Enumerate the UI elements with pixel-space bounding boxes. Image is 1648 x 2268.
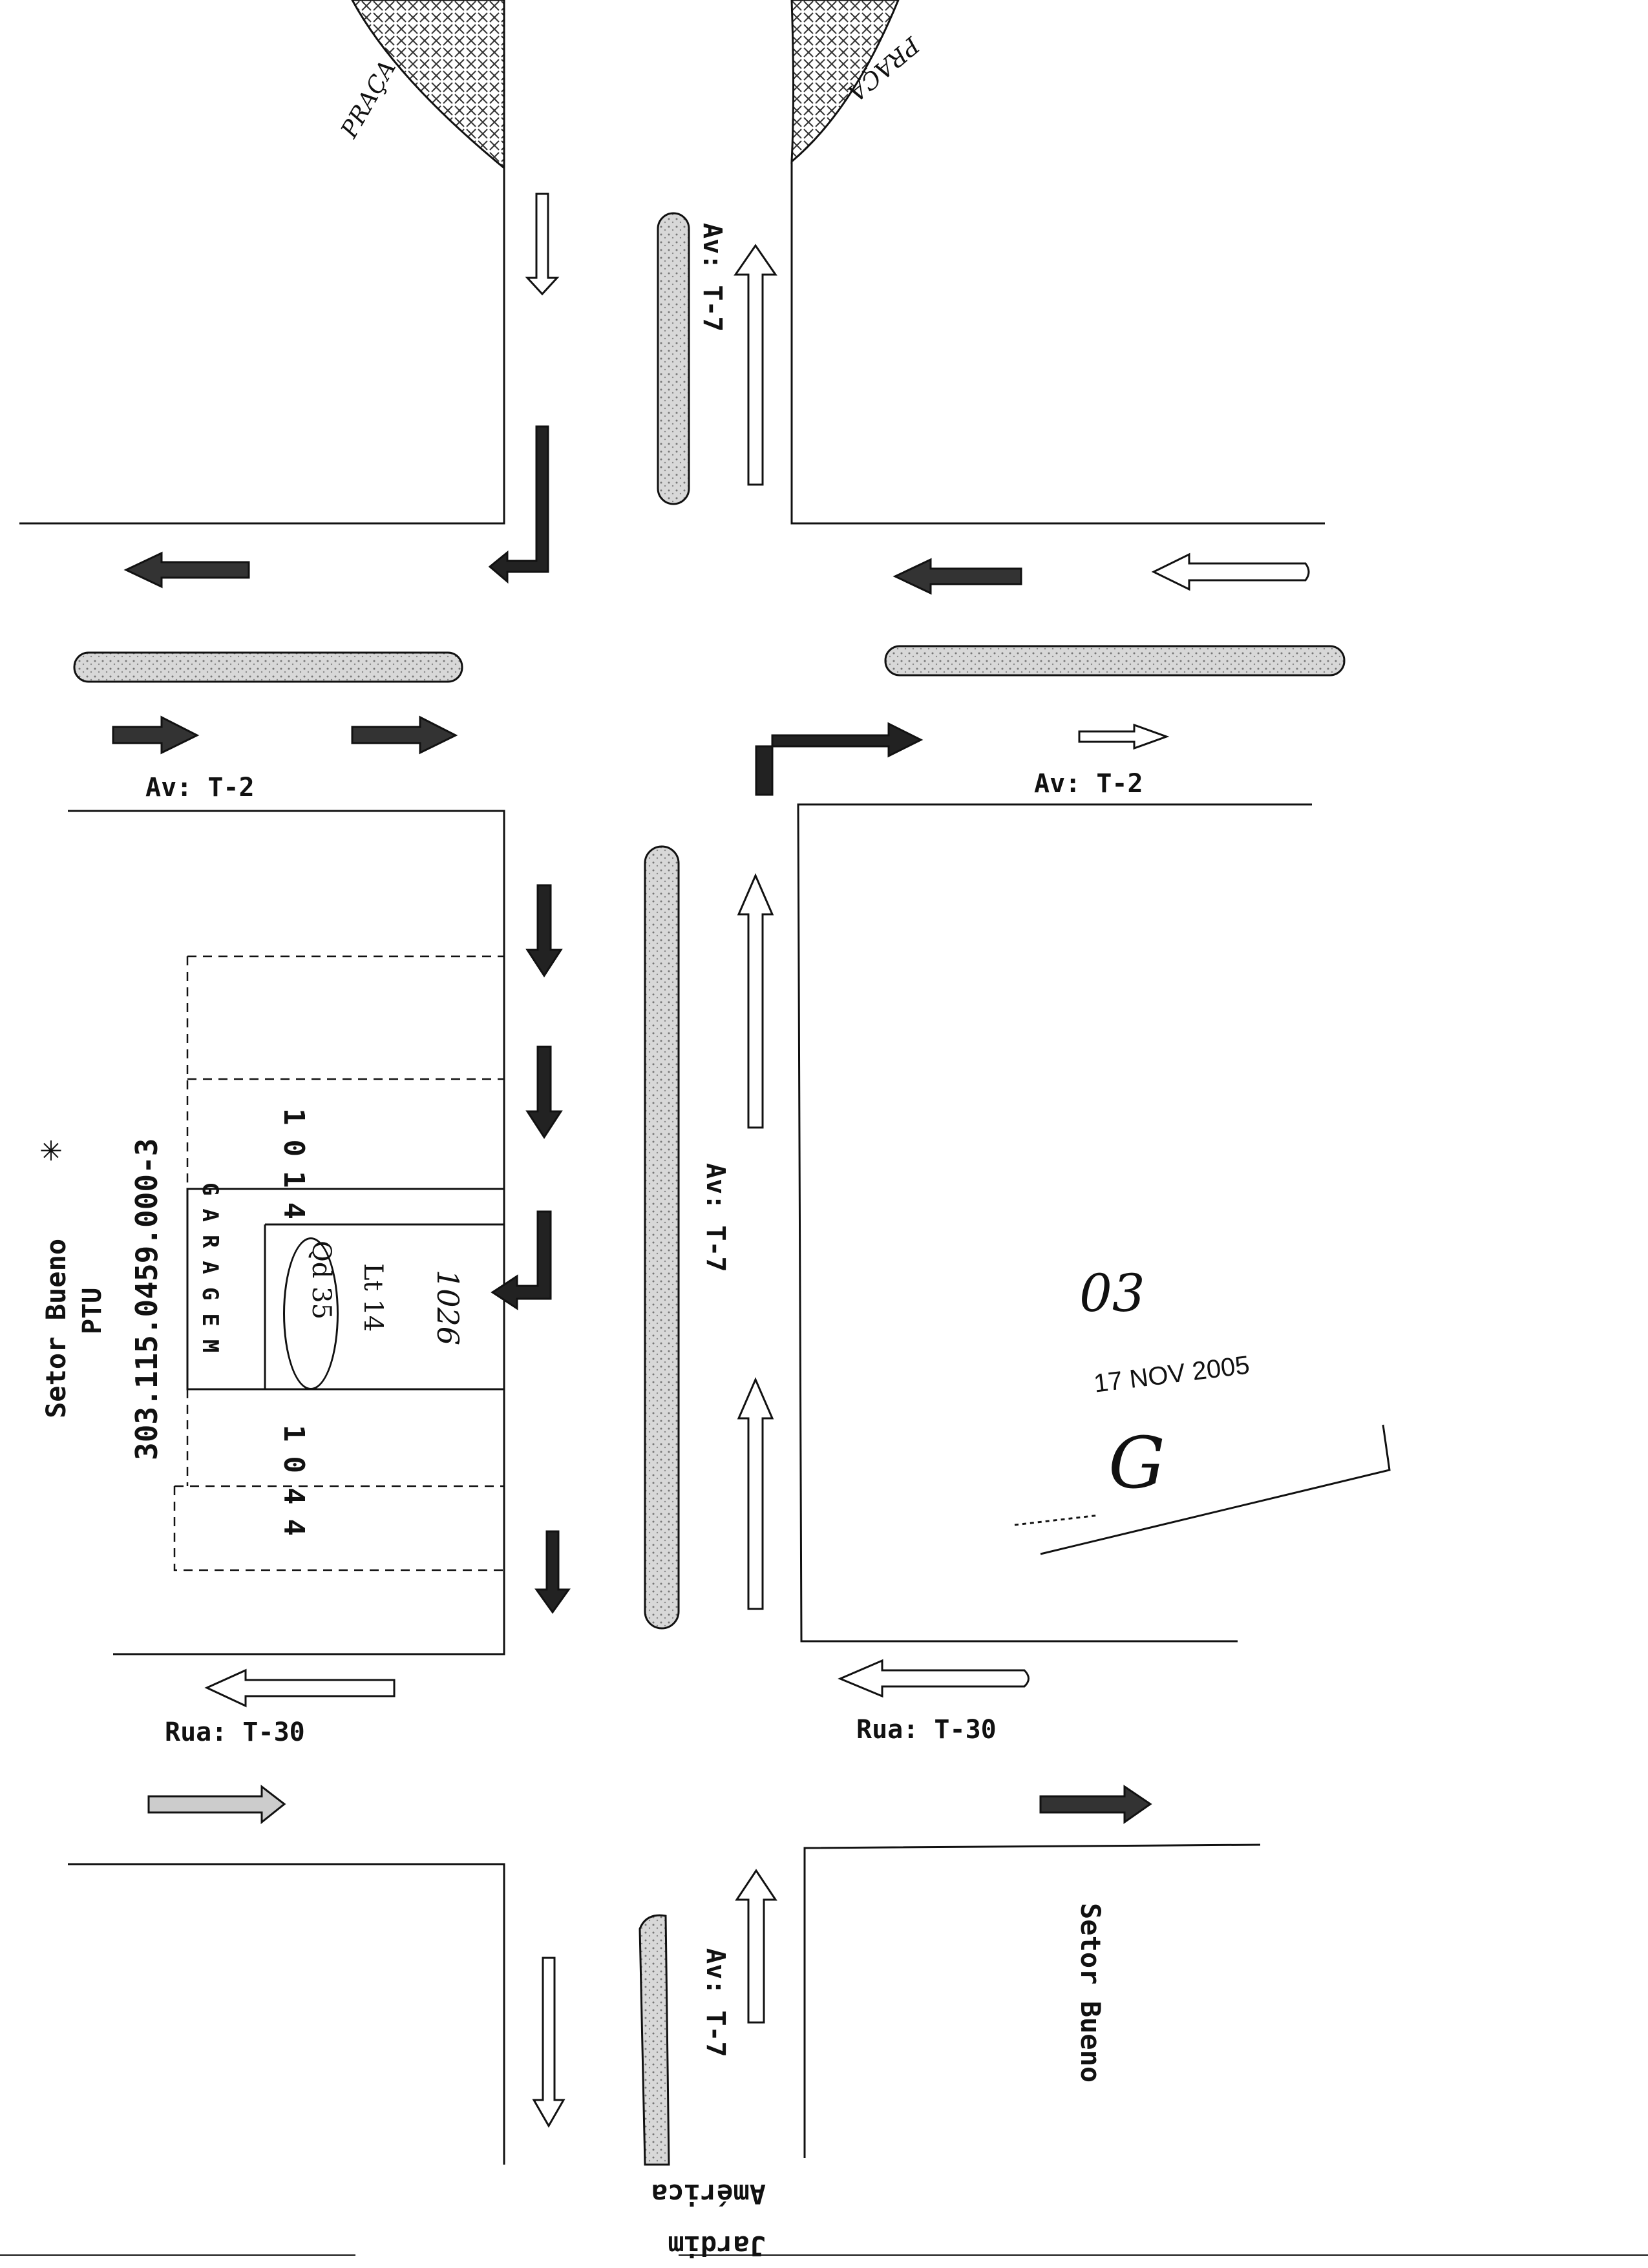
arrow-right (1078, 723, 1170, 750)
rua-t30-label-right: Rua: T-30 (856, 1715, 997, 1745)
traffic-arrows (112, 193, 1310, 2128)
av-t2-label-right: Av: T-2 (1034, 769, 1143, 799)
garagem-label: GARAGEM (197, 1182, 223, 1366)
av-t7-label-top: Av: T-7 (697, 223, 727, 332)
medians (73, 212, 1346, 2166)
property-code: 303.115.0459.000-3 (129, 1138, 164, 1461)
lot-number-1044: 1044 (277, 1425, 310, 1550)
av-t7-label-mid: Av: T-7 (701, 1163, 730, 1272)
praca-left-area (351, 0, 505, 171)
lt-14-label: Lt 14 (358, 1263, 388, 1332)
arrow-right (147, 1784, 286, 1825)
setor-bueno-left: Setor Bueno (40, 1238, 72, 1418)
handwritten-1026: 1026 (430, 1270, 465, 1346)
arrow-turn-left (488, 425, 549, 584)
stamp-box (1014, 1424, 1391, 1555)
arrow-turn-left (491, 1210, 552, 1310)
jardim-label: Jardim (668, 2230, 766, 2262)
arrow-turn-right (755, 722, 924, 796)
rua-t30-label-left: Rua: T-30 (165, 1717, 305, 1747)
arrow-up (735, 1869, 777, 2024)
arrow-down (532, 1957, 565, 2128)
arrow-down (525, 193, 560, 296)
arrow-right (1039, 1785, 1152, 1824)
arrow-left (123, 551, 250, 589)
asterisk-mark: ✳ (40, 1128, 62, 1170)
av-t2-label-left: Av: T-2 (145, 773, 255, 803)
arrow-down (534, 1530, 571, 1614)
arrow-up (734, 244, 777, 486)
garage-lot-outline (186, 1188, 505, 1391)
arrow-right (351, 715, 458, 755)
arrow-left (204, 1668, 396, 1708)
stamp-number: 03 (1079, 1263, 1145, 1323)
arrow-up (737, 873, 774, 1129)
arrow-left (893, 558, 1022, 595)
qd-circle (283, 1237, 339, 1390)
arrow-down (525, 884, 563, 978)
stamp-initial: G (1108, 1422, 1165, 1504)
ptu-label: PTU (78, 1287, 107, 1334)
lot-boundaries (173, 955, 504, 1571)
lot-number-1014: 1014 (277, 1108, 310, 1234)
arrow-left (1151, 552, 1310, 591)
arrow-left (838, 1659, 1030, 1698)
arrow-down (525, 1045, 563, 1139)
setor-bueno-right: Setor Bueno (1075, 1903, 1106, 2083)
praca-right-area (790, 0, 900, 164)
block-outlines (19, 162, 1325, 2165)
arrow-right (112, 715, 200, 755)
arrow-up (737, 1377, 774, 1610)
america-label: América (651, 2178, 766, 2210)
av-t7-label-bottom: Av: T-7 (701, 1948, 730, 2057)
